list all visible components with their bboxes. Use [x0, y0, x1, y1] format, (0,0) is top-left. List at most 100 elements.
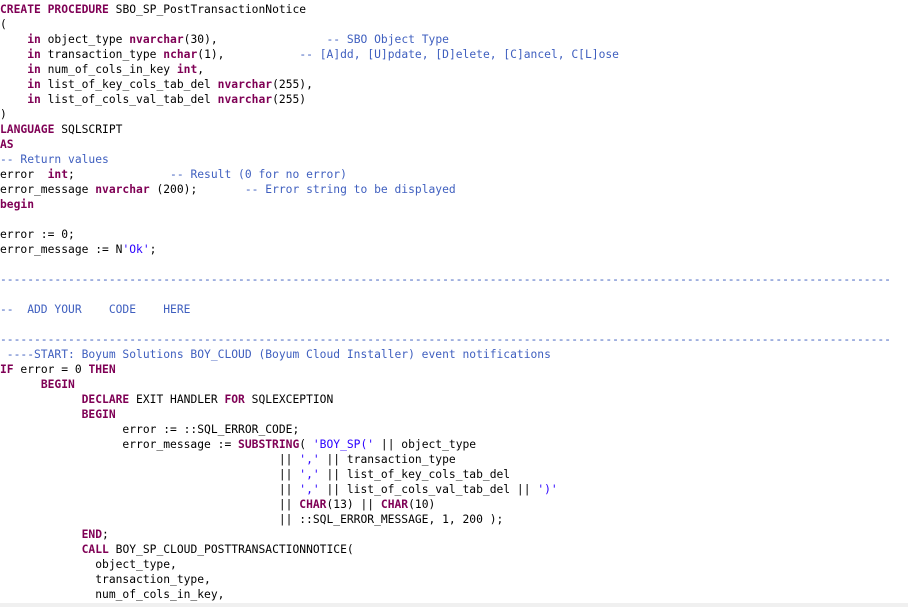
sql-keyword: CREATE	[0, 3, 41, 16]
sql-string: ','	[299, 453, 320, 466]
code-text: SBO_SP_PostTransactionNotice	[108, 3, 307, 16]
code-text: error_message := N	[0, 243, 123, 256]
code-text	[0, 63, 27, 76]
code-line: BEGIN	[0, 377, 908, 392]
code-line: || ',' || transaction_type	[0, 452, 908, 467]
code-line: (	[0, 17, 908, 32]
sql-comment: -- ADD YOUR CODE HERE	[0, 303, 191, 316]
code-text: ,	[197, 63, 205, 76]
code-text: error := 0;	[0, 228, 75, 241]
sql-keyword: CALL	[81, 543, 109, 556]
code-text: error_message	[0, 183, 96, 196]
code-text: ||	[0, 483, 300, 496]
sql-keyword: LANGUAGE	[0, 123, 55, 136]
sql-keyword: int	[176, 63, 198, 76]
code-text: ||	[0, 498, 300, 511]
code-line	[0, 257, 908, 272]
code-line: ----------------------------------------…	[0, 332, 908, 347]
code-text: error_message :=	[0, 438, 239, 451]
code-line: error_message nvarchar (200); -- Error s…	[0, 182, 908, 197]
code-text: num_of_cols_in_key	[40, 63, 177, 76]
sql-keyword: IF	[0, 363, 14, 376]
code-text: error	[0, 168, 48, 181]
code-line: in num_of_cols_in_key int,	[0, 62, 908, 77]
code-text: transaction_type,	[0, 573, 211, 586]
sql-keyword: BEGIN	[81, 408, 116, 421]
code-text	[0, 378, 41, 391]
code-text	[0, 93, 27, 106]
code-line: -- ADD YOUR CODE HERE	[0, 302, 908, 317]
code-line: in transaction_type nchar(1), -- [A]dd, …	[0, 47, 908, 62]
sql-comment: ----------------------------------------…	[0, 333, 891, 346]
sql-keyword: AS	[0, 138, 14, 151]
sql-keyword: BEGIN	[40, 378, 75, 391]
sql-string: ')'	[537, 483, 558, 496]
code-text: || list_of_cols_val_tab_del ||	[319, 483, 538, 496]
code-text: object_type,	[0, 558, 177, 571]
code-line: )	[0, 107, 908, 122]
code-line: END;	[0, 527, 908, 542]
sql-keyword: SUBSTRING	[238, 438, 300, 451]
code-text: transaction_type	[40, 48, 164, 61]
code-text: list_of_key_cols_tab_del	[40, 78, 218, 91]
sql-keyword: nvarchar	[95, 183, 150, 196]
code-line: transaction_type,	[0, 572, 908, 587]
code-text: (	[299, 438, 313, 451]
code-text: || object_type	[374, 438, 477, 451]
code-line: IF error = 0 THEN	[0, 362, 908, 377]
code-line: BEGIN	[0, 407, 908, 422]
sql-keyword: nvarchar	[217, 93, 273, 106]
code-text: list_of_cols_val_tab_del	[40, 93, 218, 106]
code-text: (200);	[149, 183, 245, 196]
code-text: EXIT HANDLER	[129, 393, 225, 406]
code-text	[0, 528, 82, 541]
code-text: ;	[68, 168, 171, 181]
sql-keyword: int	[47, 168, 69, 181]
code-text: BOY_SP_CLOUD_POSTTRANSACTIONNOTICE(	[108, 543, 354, 556]
code-text: (10)	[408, 498, 436, 511]
code-text	[0, 78, 27, 91]
sql-keyword: THEN	[88, 363, 116, 376]
code-text: object_type	[40, 33, 130, 46]
sql-string: ','	[299, 468, 320, 481]
code-line: DECLARE EXIT HANDLER FOR SQLEXCEPTION	[0, 392, 908, 407]
code-line: || ',' || list_of_key_cols_tab_del	[0, 467, 908, 482]
sql-keyword: DECLARE	[81, 393, 130, 406]
code-line: in object_type nvarchar(30), -- SBO Obje…	[0, 32, 908, 47]
code-text: (1),	[197, 48, 300, 61]
code-text: num_of_cols_in_key,	[0, 588, 225, 601]
sql-keyword: END	[81, 528, 103, 541]
code-line: ----START: Boyum Solutions BOY_CLOUD (Bo…	[0, 347, 908, 362]
code-line: error := ::SQL_ERROR_CODE;	[0, 422, 908, 437]
sql-string: 'BOY_SP('	[312, 438, 375, 451]
sql-comment: -- Return values	[0, 153, 109, 166]
sql-keyword: nvarchar	[129, 33, 184, 46]
code-line: -- Return values	[0, 152, 908, 167]
code-text: ;	[149, 243, 157, 256]
code-line: error_message := N'Ok';	[0, 242, 908, 257]
sql-comment: -- SBO Object Type	[326, 33, 449, 46]
code-text: (	[0, 18, 7, 31]
sql-keyword: begin	[0, 198, 35, 211]
sql-keyword: FOR	[224, 393, 245, 406]
sql-string: ','	[299, 483, 320, 496]
code-text: error = 0	[13, 363, 89, 376]
code-text: SQLSCRIPT	[54, 123, 123, 136]
code-line: ----------------------------------------…	[0, 272, 908, 287]
code-text: || transaction_type	[319, 453, 456, 466]
code-line: CALL BOY_SP_CLOUD_POSTTRANSACTIONNOTICE(	[0, 542, 908, 557]
code-line: num_of_cols_in_key,	[0, 587, 908, 602]
sql-keyword: nvarchar	[217, 78, 273, 91]
code-text: ||	[0, 468, 300, 481]
code-text: (255)	[272, 93, 307, 106]
code-text: || list_of_key_cols_tab_del	[319, 468, 511, 481]
code-line: || ',' || list_of_cols_val_tab_del || ')…	[0, 482, 908, 497]
sql-keyword: PROCEDURE	[47, 3, 109, 16]
code-text: ||	[0, 453, 300, 466]
code-line: CREATE PROCEDURE SBO_SP_PostTransactionN…	[0, 2, 908, 17]
sql-keyword: CHAR	[299, 498, 327, 511]
code-line: LANGUAGE SQLSCRIPT	[0, 122, 908, 137]
code-text: SQLEXCEPTION	[244, 393, 334, 406]
sql-keyword: in	[27, 33, 41, 46]
